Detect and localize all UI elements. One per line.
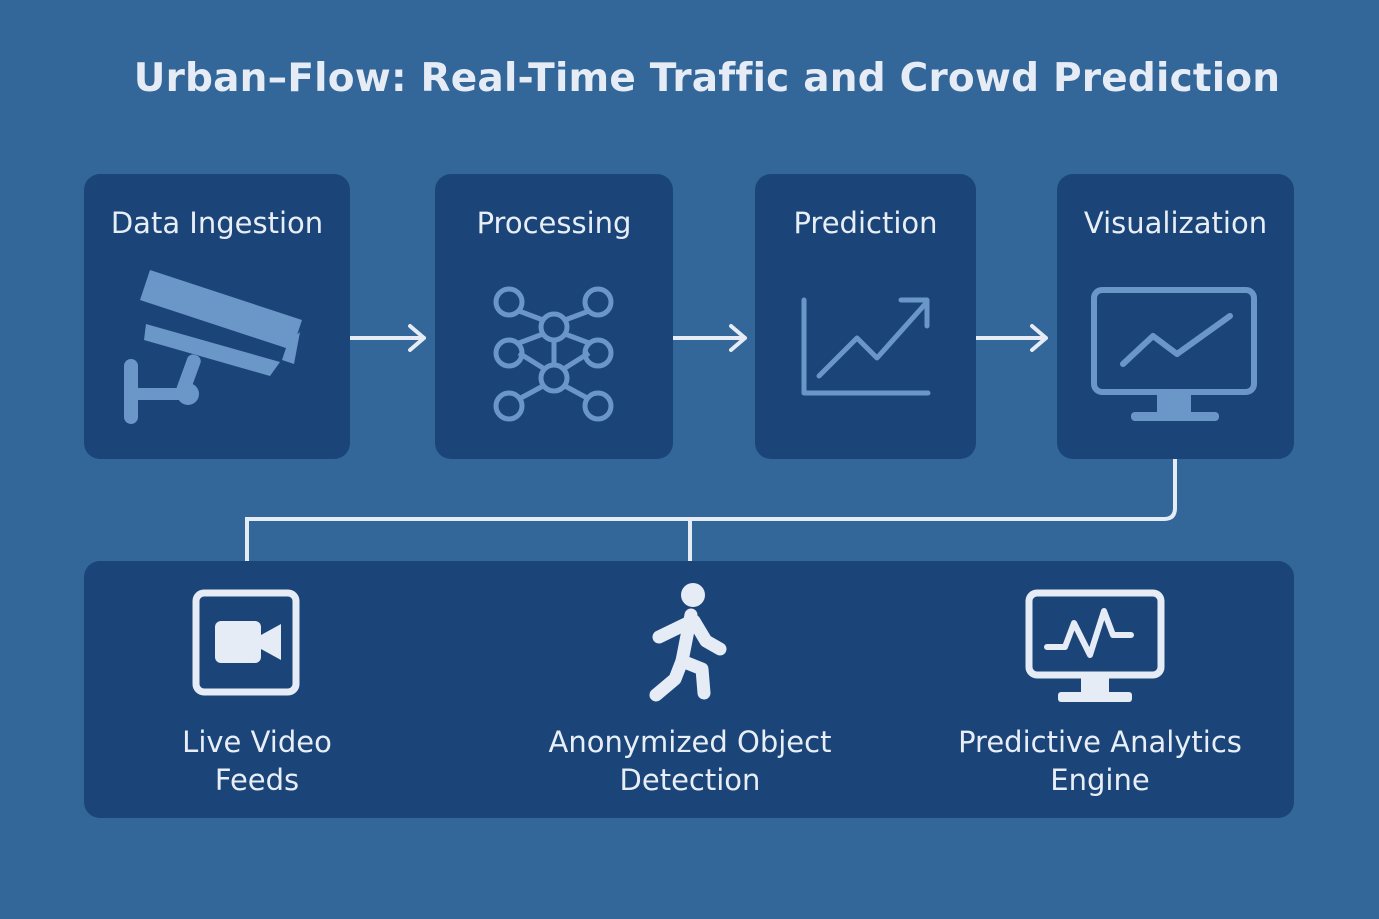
- stage-visualization: Visualization: [1057, 174, 1294, 459]
- network-nodes-icon: [493, 286, 614, 422]
- feature-live-video-feeds: Live Video Feeds: [144, 561, 370, 818]
- components-panel: Live Video Feeds Anonymized Object Detec…: [84, 561, 1294, 818]
- stage-prediction: Prediction: [755, 174, 976, 459]
- monitor-pulse-icon: [1025, 589, 1165, 702]
- diagram-title: Urban–Flow: Real-Time Traffic and Crowd …: [133, 56, 1281, 101]
- feature-predictive-analytics-engine: Predictive Analytics Engine: [932, 561, 1268, 818]
- stage-data-ingestion: Data Ingestion: [84, 174, 350, 459]
- arrow-right-icon: [673, 324, 747, 352]
- feature-anonymized-object-detection: Anonymized Object Detection: [530, 561, 850, 818]
- stage-label: Prediction: [793, 206, 938, 240]
- stage-label: Processing: [476, 206, 632, 240]
- feature-label: Predictive Analytics Engine: [958, 725, 1242, 797]
- trend-chart-icon: [801, 297, 931, 396]
- cctv-camera-icon: [124, 270, 302, 424]
- arrow-right-icon: [350, 324, 426, 352]
- monitor-chart-icon: [1091, 287, 1257, 421]
- stage-label: Visualization: [1083, 206, 1268, 240]
- feature-label: Live Video Feeds: [182, 725, 332, 797]
- feature-label: Anonymized Object Detection: [548, 725, 832, 797]
- walking-person-icon: [649, 583, 727, 702]
- stage-label: Data Ingestion: [110, 206, 324, 240]
- video-camera-icon: [192, 589, 300, 696]
- arrow-right-icon: [976, 324, 1048, 352]
- stage-processing: Processing: [435, 174, 673, 459]
